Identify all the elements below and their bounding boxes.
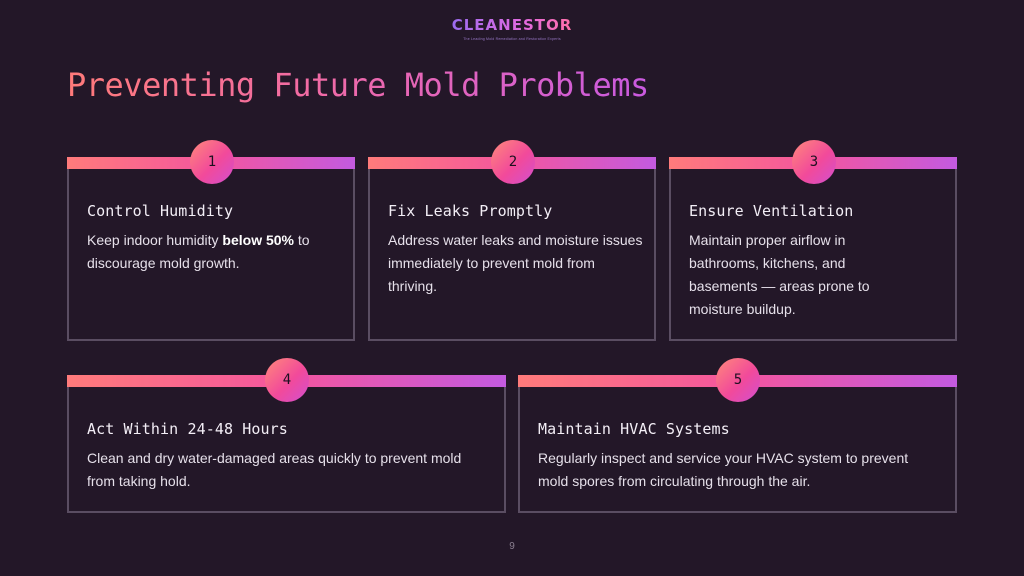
- card-description: Keep indoor humidity below 50% to discou…: [87, 229, 345, 275]
- tip-card-control-humidity: 1 Control Humidity Keep indoor humidity …: [67, 140, 355, 341]
- card-description-text: Keep indoor humidity: [87, 232, 223, 248]
- step-number-badge: 3: [792, 140, 836, 184]
- page-number: 9: [509, 541, 515, 552]
- card-title: Ensure Ventilation: [689, 202, 854, 220]
- step-number-badge: 1: [190, 140, 234, 184]
- tip-card-fix-leaks: 2 Fix Leaks Promptly Address water leaks…: [368, 140, 656, 341]
- card-description: Address water leaks and moisture issues …: [388, 232, 643, 294]
- card-title: Maintain HVAC Systems: [538, 420, 730, 438]
- card-description-text: to discourage mold growth.: [87, 232, 310, 271]
- card-description: Maintain proper airflow in bathrooms, ki…: [689, 232, 870, 317]
- card-title: Fix Leaks Promptly: [388, 202, 553, 220]
- card-description: Clean and dry water-damaged areas quickl…: [87, 450, 462, 489]
- slide-title: Preventing Future Mold Problems: [67, 66, 649, 104]
- tip-card-ventilation: 3 Ensure Ventilation Maintain proper air…: [669, 140, 957, 341]
- card-description: Regularly inspect and service your HVAC …: [538, 450, 909, 489]
- card-title: Act Within 24-48 Hours: [87, 420, 288, 438]
- logo-tagline: The Leading Mold Remediation and Restora…: [463, 37, 561, 41]
- step-number-badge: 2: [491, 140, 535, 184]
- tip-card-act-quickly: 4 Act Within 24-48 Hours Clean and dry w…: [67, 358, 506, 513]
- card-description-emphasis: below 50%: [222, 232, 295, 248]
- step-number-badge: 4: [265, 358, 309, 402]
- logo: CLEANESTOR The Leading Mold Remediation …: [0, 16, 1024, 41]
- tip-card-hvac: 5 Maintain HVAC Systems Regularly inspec…: [518, 358, 957, 513]
- logo-wordmark: CLEANESTOR: [451, 16, 573, 34]
- step-number-badge: 5: [716, 358, 760, 402]
- card-title: Control Humidity: [87, 202, 234, 220]
